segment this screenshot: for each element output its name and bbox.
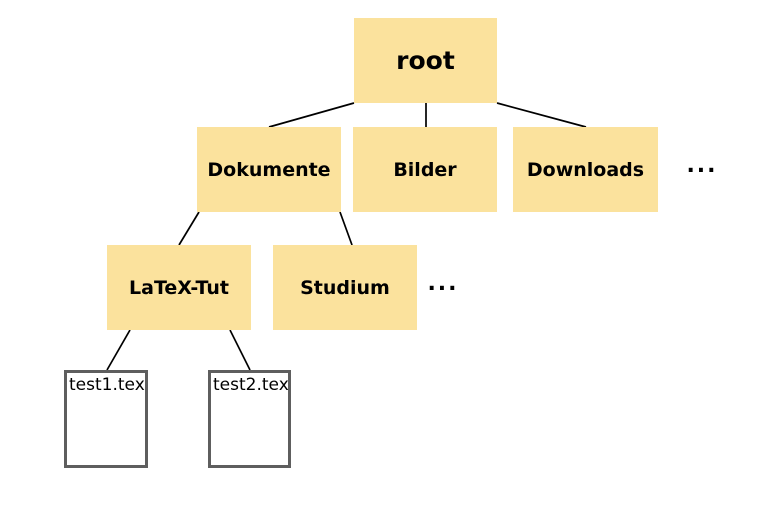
ellipsis-more-root-children: ... [686, 153, 718, 178]
edge-dokumente-studium [339, 211, 353, 246]
edge-latextut-test1 [106, 329, 131, 371]
node-latex-tut: LaTeX-Tut [107, 245, 251, 330]
node-root: root [354, 18, 497, 103]
node-downloads: Downloads [513, 127, 658, 212]
node-file-test1: test1.tex [64, 370, 148, 468]
node-bilder: Bilder [353, 127, 497, 212]
node-dokumente: Dokumente [197, 127, 341, 212]
node-studium: Studium [273, 245, 417, 330]
ellipsis-more-dokumente-children: ... [427, 271, 459, 296]
edge-latextut-test2 [229, 329, 251, 371]
edge-root-dokumente [268, 102, 355, 128]
edge-dokumente-latextut [178, 211, 200, 246]
edge-root-downloads [496, 102, 587, 128]
node-file-test2: test2.tex [208, 370, 291, 468]
